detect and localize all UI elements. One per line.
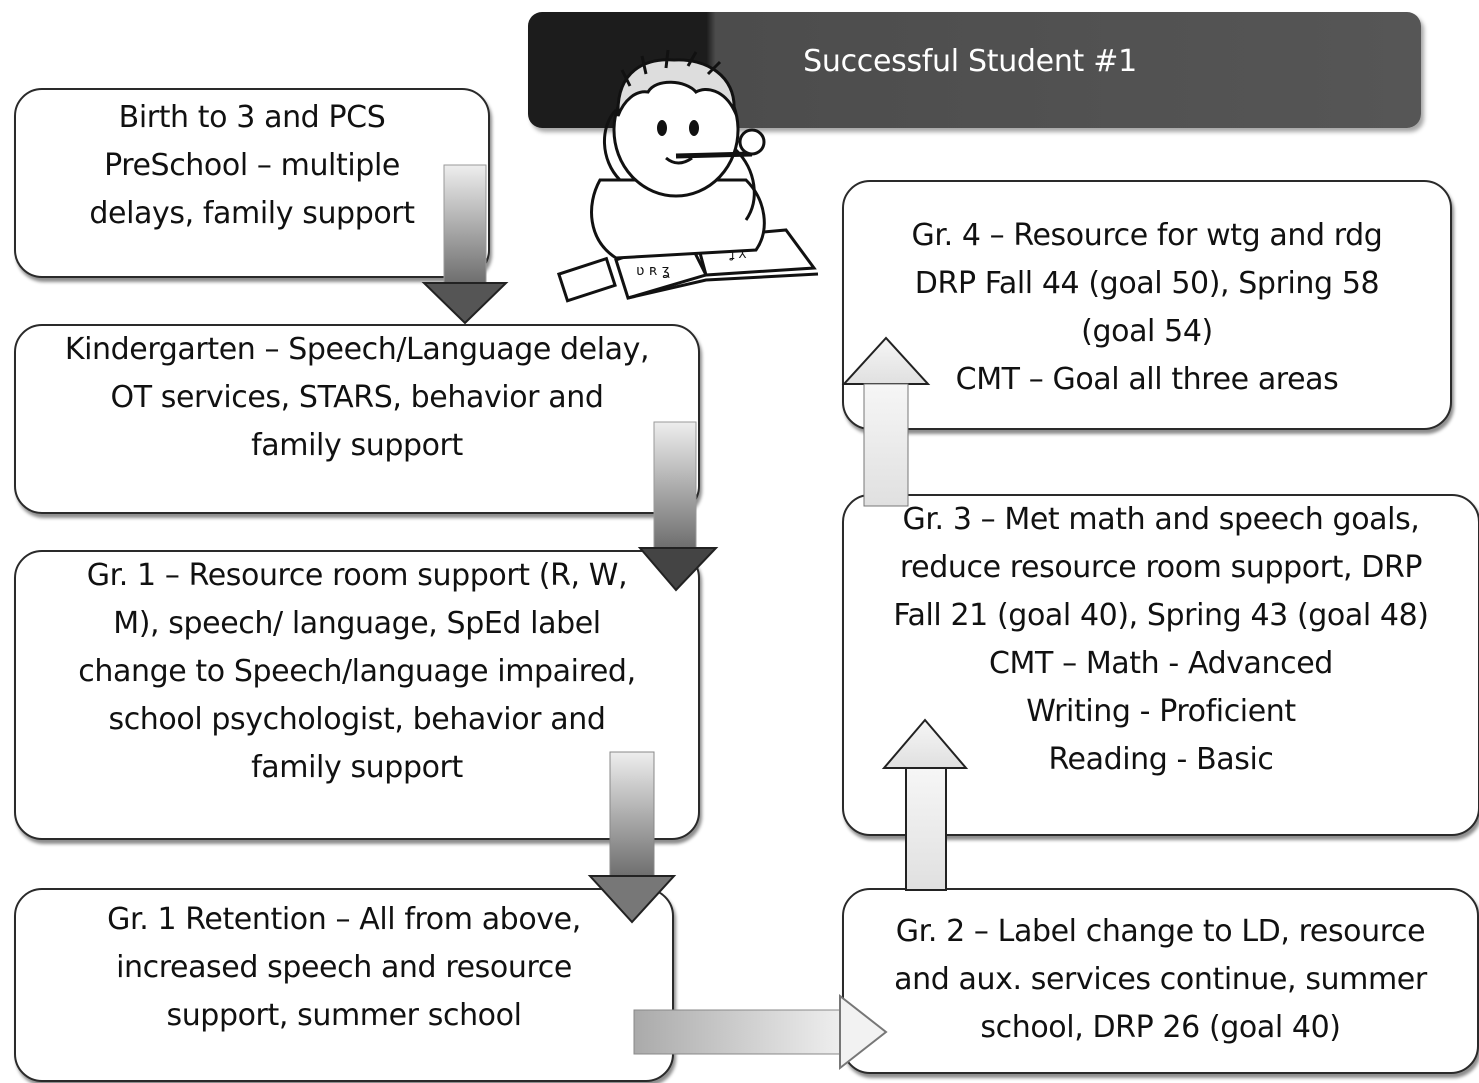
stage-box-grade-1-retention: Gr. 1 Retention – All from above, increa… [14, 888, 674, 1082]
stage-box-text: Birth to 3 and PCS PreSchool – multiple … [89, 100, 415, 231]
stage-box-grade-3: Gr. 3 – Met math and speech goals, reduc… [842, 494, 1479, 836]
stage-box-grade-4: Gr. 4 – Resource for wtg and rdg DRP Fal… [842, 180, 1452, 430]
stage-box-text: Gr. 1 Retention – All from above, increa… [107, 902, 581, 1033]
stage-box-grade-2: Gr. 2 – Label change to LD, resource and… [842, 888, 1479, 1074]
stage-box-kindergarten: Kindergarten – Speech/Language delay, OT… [14, 324, 700, 514]
stage-box-text: Gr. 1 – Resource room support (R, W, M),… [78, 558, 636, 785]
arrow-down-icon [637, 421, 720, 592]
arrow-up-icon [880, 716, 970, 892]
student-studying-icon: z·s ʋ ʀ ʓ ʆ ⅄ [556, 30, 820, 314]
arrow-up-icon [841, 336, 932, 508]
arrow-down-icon [587, 751, 680, 924]
stage-box-text: Kindergarten – Speech/Language delay, OT… [64, 332, 650, 463]
svg-text:ʋ ʀ ʓ: ʋ ʀ ʓ [636, 263, 670, 279]
stage-box-birth-to-3: Birth to 3 and PCS PreSchool – multiple … [14, 88, 490, 278]
page-title: Successful Student #1 [803, 44, 1137, 79]
stage-box-text: Gr. 3 – Met math and speech goals, reduc… [893, 502, 1429, 777]
stage-box-text: Gr. 4 – Resource for wtg and rdg DRP Fal… [911, 218, 1383, 397]
stage-box-text: Gr. 2 – Label change to LD, resource and… [894, 914, 1427, 1045]
arrow-down-icon [420, 164, 510, 325]
arrow-right-icon [633, 993, 890, 1071]
stage-box-grade-1: Gr. 1 – Resource room support (R, W, M),… [14, 550, 700, 840]
